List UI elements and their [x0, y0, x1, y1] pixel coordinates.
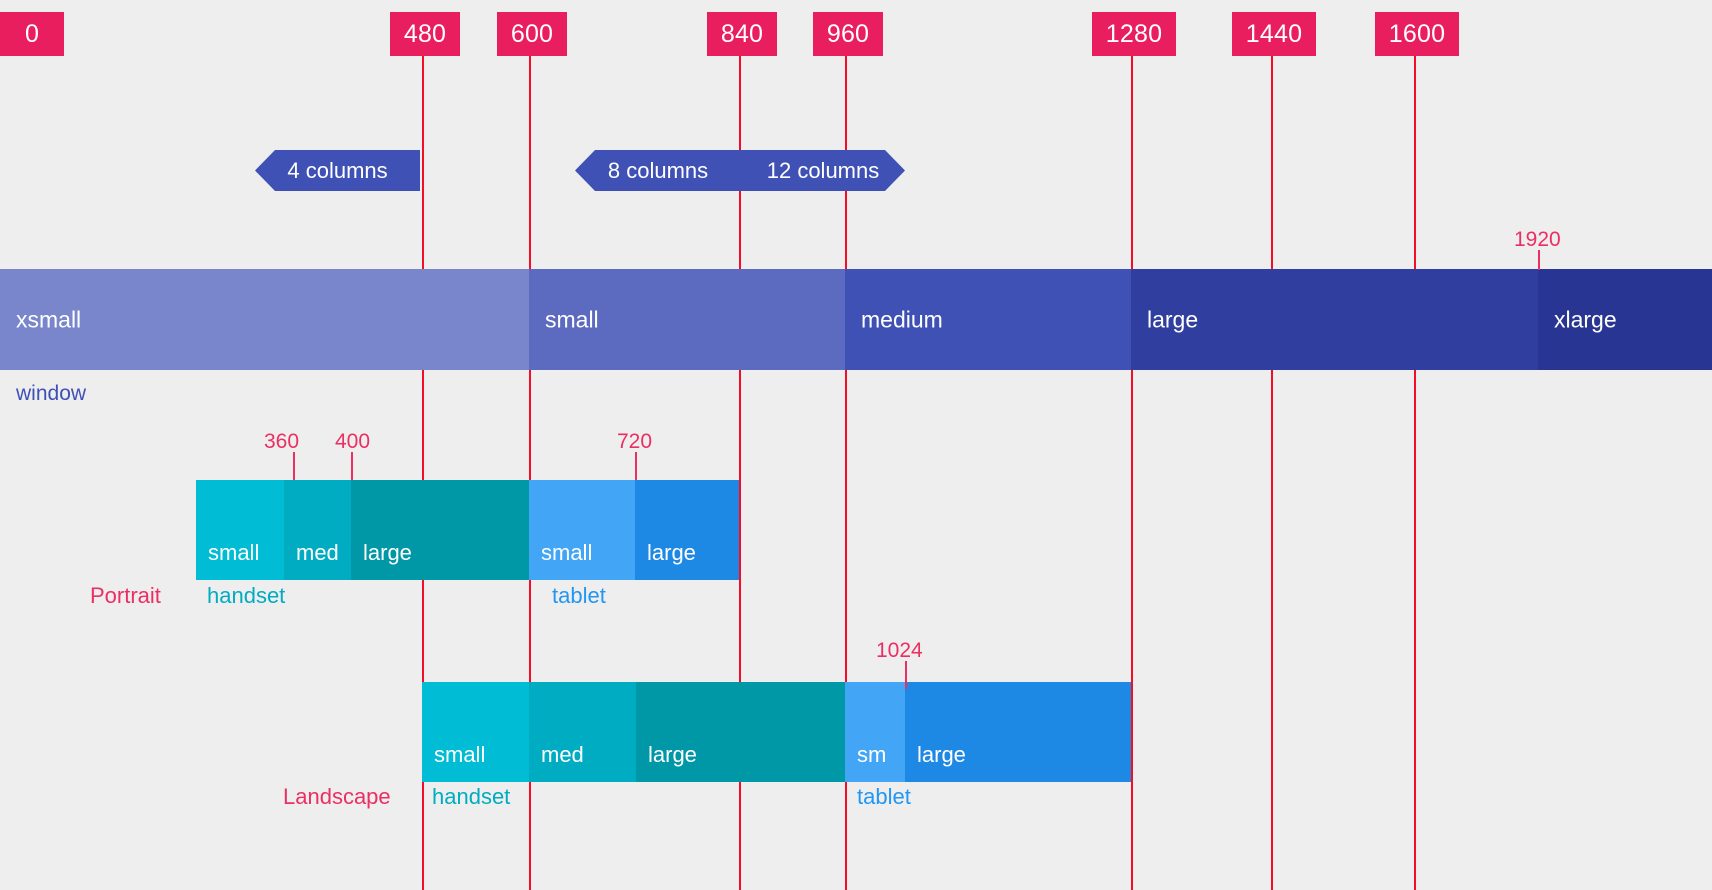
portrait-tablet-segment-small-4: small [529, 480, 635, 580]
landscape-tablet-segment-large-5: large [905, 682, 1131, 782]
device-caption-landscape-handset: handset [432, 784, 511, 809]
breakpoint-line-1280 [1131, 56, 1133, 890]
breakpoint-line-1600 [1414, 56, 1416, 890]
device-caption-portrait-handset: handset [207, 583, 286, 608]
window-size-class-band: xsmall small medium large xlarge [0, 269, 1712, 370]
breakpoint-flag-1440[interactable]: 1440 [1232, 12, 1316, 56]
breakpoint-line-480 [422, 56, 424, 890]
landscape-tablet-segment-sm-4: sm [845, 682, 905, 782]
landscape-handset-segment-blank-3 [739, 682, 845, 782]
window-segment-label: medium [861, 306, 943, 332]
window-segment-xsmall: xsmall [0, 269, 422, 370]
landscape-handset-segment-med-1: med [529, 682, 636, 782]
window-segment-label: xlarge [1554, 306, 1617, 332]
window-segment-xlarge [1414, 269, 1538, 370]
annotation-tick-1920 [1538, 250, 1540, 270]
device-segment-label: small [434, 742, 486, 767]
breakpoint-flag-840[interactable]: 840 [707, 12, 777, 56]
annotation-tick-720 [635, 452, 637, 480]
window-segment-label: small [545, 306, 599, 332]
portrait-handset-segment-blank-3 [422, 480, 529, 580]
device-segment-label: small [541, 540, 593, 565]
window-segment-large: large [1131, 269, 1414, 370]
device-segment-label: sm [857, 742, 887, 767]
device-segment-label: med [541, 742, 584, 767]
breakpoint-line-960 [845, 56, 847, 890]
breakpoint-line-1440 [1271, 56, 1273, 890]
window-segment-xlarge-1920: xlarge [1538, 269, 1712, 370]
portrait-handset-segment-small-0: small [196, 480, 284, 580]
device-segment-label: large [363, 540, 412, 565]
landscape-handset-segment-small-0: small [422, 682, 529, 782]
device-segment-label: large [917, 742, 966, 767]
device-caption-portrait-tablet: tablet [552, 583, 606, 608]
column-banner-4-columns: 4 columns [255, 150, 420, 191]
breakpoint-line-600 [529, 56, 531, 890]
portrait-handset-segment-med-1: med [284, 480, 351, 580]
portrait-tablet-segment-large-5: large [635, 480, 739, 580]
window-segment-medium: medium [845, 269, 1131, 370]
device-segment-label: small [208, 540, 260, 565]
landscape-device-row: small med large sm large [0, 682, 1712, 782]
breakpoint-flag-480[interactable]: 480 [390, 12, 460, 56]
device-segment-label: large [648, 742, 697, 767]
device-segment-label: med [296, 540, 339, 565]
orientation-caption-portrait: Portrait [90, 583, 161, 608]
device-caption-landscape-tablet: tablet [857, 784, 911, 809]
annotation-label-1920: 1920 [1514, 228, 1561, 251]
window-segment-small: small [529, 269, 739, 370]
landscape-handset-segment-large-2: large [636, 682, 739, 782]
window-segment-xsmall-480 [422, 269, 529, 370]
annotation-label-720: 720 [617, 430, 653, 453]
annotation-label-1024: 1024 [876, 639, 923, 662]
breakpoint-flag-1600[interactable]: 1600 [1375, 12, 1459, 56]
portrait-handset-segment-large-2: large [351, 480, 422, 580]
annotation-tick-360 [293, 452, 295, 480]
annotation-tick-1024 [905, 661, 907, 689]
column-banner-8-columns: 8 columns [575, 150, 741, 191]
device-segment-label: large [647, 540, 696, 565]
window-segment-label: large [1147, 306, 1199, 332]
annotation-label-360: 360 [264, 430, 300, 453]
window-band-label: window [16, 382, 87, 405]
breakpoint-flag-600[interactable]: 600 [497, 12, 567, 56]
breakpoint-line-840 [739, 56, 741, 890]
breakpoint-flag-0[interactable]: 0 [0, 12, 64, 56]
annotation-tick-400 [351, 452, 353, 480]
column-banner-12-columns: 12 columns [741, 150, 905, 191]
window-segment-small-840 [739, 269, 845, 370]
breakpoint-flag-960[interactable]: 960 [813, 12, 883, 56]
annotation-label-400: 400 [335, 430, 371, 453]
portrait-device-row: small med large small large [0, 480, 1712, 580]
breakpoint-flag-1280[interactable]: 1280 [1092, 12, 1176, 56]
orientation-caption-landscape: Landscape [283, 784, 391, 809]
window-segment-label: xsmall [16, 306, 82, 332]
